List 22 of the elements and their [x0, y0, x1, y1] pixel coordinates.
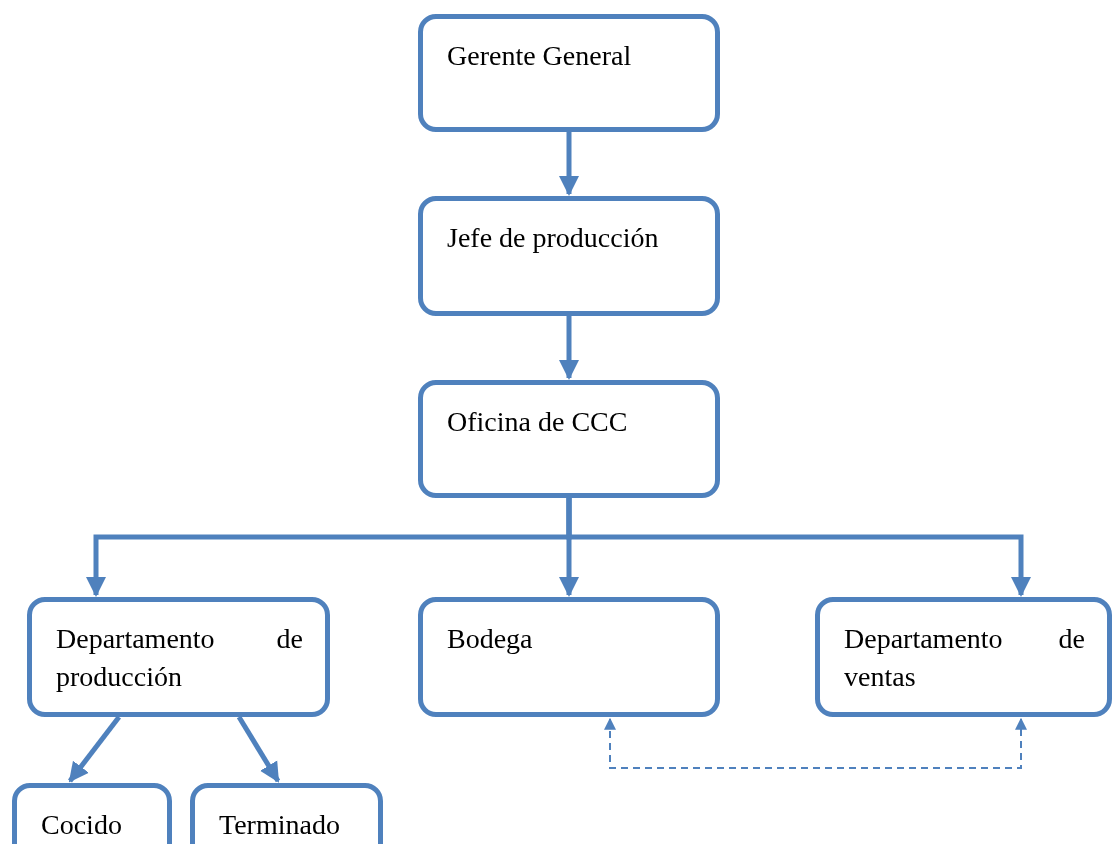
box-label: Departamento de ventas [844, 622, 1085, 694]
arrow [559, 132, 579, 196]
org-box [418, 14, 720, 132]
box-label: Departamento de producción [56, 622, 303, 694]
box-label: Bodega [447, 622, 534, 656]
org-box [12, 783, 172, 844]
box-label: Terminado [219, 808, 341, 842]
box-label: Cocido [41, 808, 123, 842]
box-label: Oficina de CCC [447, 405, 629, 439]
arrow [236, 715, 281, 783]
box-label: Gerente General [447, 39, 633, 73]
org-box [815, 597, 1112, 717]
arrow [604, 717, 1027, 769]
org-box [418, 196, 720, 316]
org-box [418, 380, 720, 498]
arrow [566, 498, 1031, 597]
org-box [27, 597, 330, 717]
org-box [418, 597, 720, 717]
arrow [68, 715, 121, 783]
box-label: Jefe de producción [447, 221, 660, 255]
arrow [559, 316, 579, 380]
org-box [190, 783, 383, 844]
